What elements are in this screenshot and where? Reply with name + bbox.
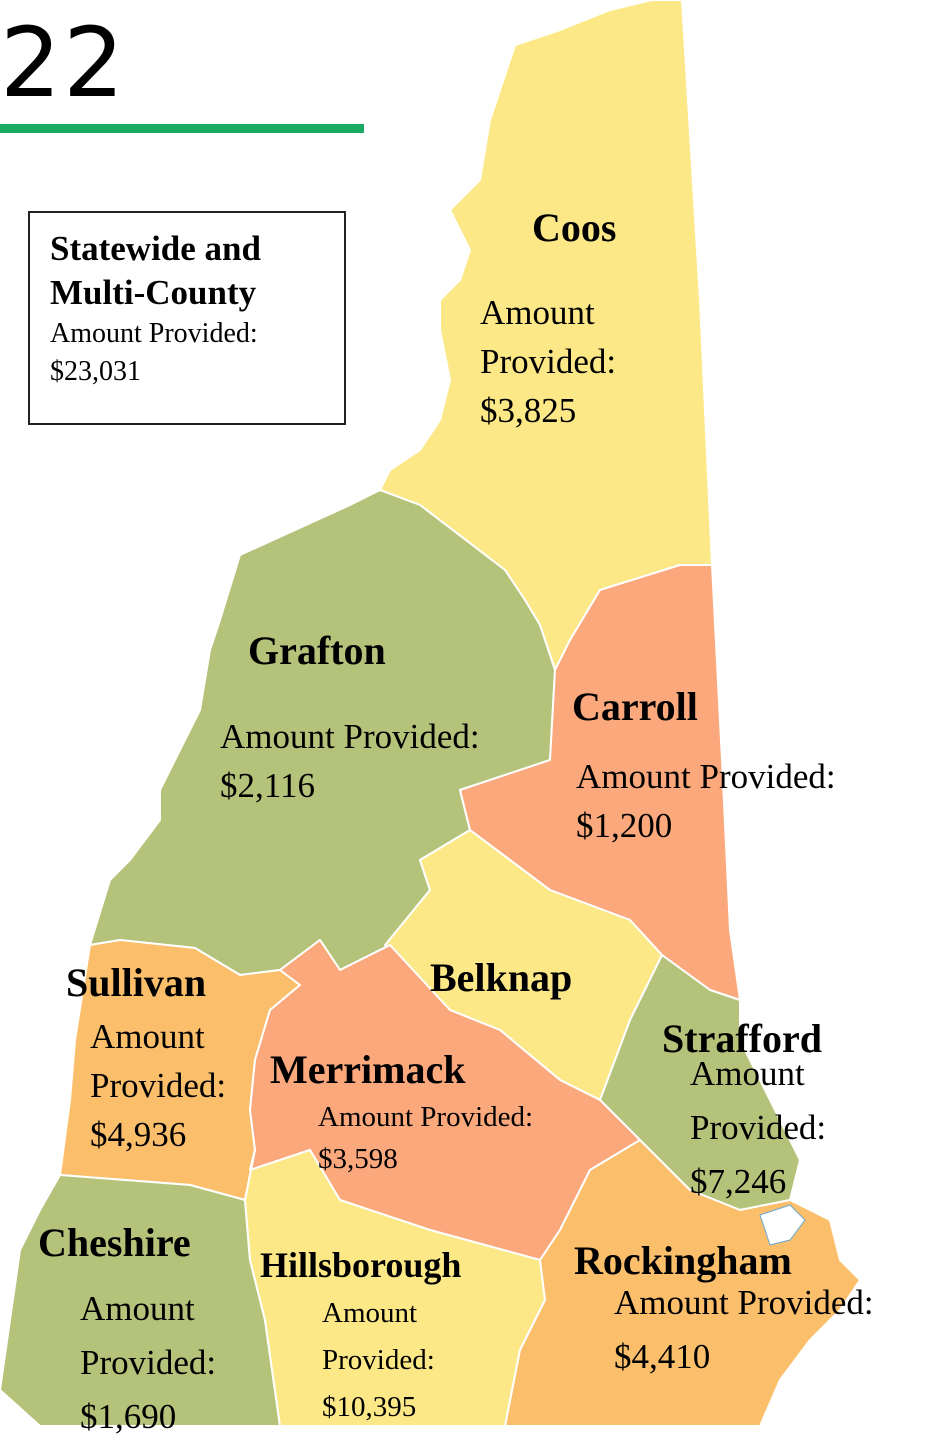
county-value-sullivan: $4,936 — [90, 1115, 187, 1154]
county-name-belknap: Belknap — [430, 955, 573, 1000]
county-name-merrimack: Merrimack — [270, 1047, 466, 1092]
county-value-hillsborough: $10,395 — [322, 1391, 417, 1423]
county-amount-merrimack: Amount Provided: $3,598 — [318, 1096, 533, 1180]
county-value-grafton: $2,116 — [220, 766, 315, 805]
county-amount-carroll: Amount Provided: $1,200 — [576, 752, 836, 850]
county-name-hillsborough: Hillsborough — [260, 1245, 462, 1285]
county-value-strafford: $7,246 — [690, 1162, 787, 1201]
county-label-cheshire-1: Amount — [80, 1289, 195, 1328]
county-label-hillsborough-2: Provided: — [322, 1344, 435, 1376]
county-value-cheshire: $1,690 — [80, 1397, 177, 1436]
statewide-title-line2: Multi-County — [50, 273, 257, 312]
county-label-carroll-1: Amount Provided: — [576, 757, 836, 796]
county-label-strafford-1: Amount — [690, 1054, 805, 1093]
county-label-coos-2: Provided: — [480, 342, 617, 381]
statewide-title-line1: Statewide and — [50, 229, 261, 268]
county-label-coos-1: Amount — [480, 293, 595, 332]
county-label-grafton-1: Amount Provided: — [220, 717, 480, 756]
county-name-grafton: Grafton — [248, 628, 386, 673]
great-bay-water — [759, 1204, 806, 1246]
statewide-box: Statewide and Multi-County Amount Provid… — [28, 211, 346, 425]
county-amount-sullivan: Amount Provided: $4,936 — [90, 1012, 226, 1159]
county-name-carroll: Carroll — [572, 684, 698, 729]
county-region-cheshire[interactable] — [0, 1174, 281, 1426]
county-label-rockingham-1: Amount Provided: — [614, 1283, 874, 1322]
statewide-label: Amount Provided: — [50, 318, 258, 349]
county-value-merrimack: $3,598 — [318, 1143, 398, 1175]
county-name-strafford: Strafford — [662, 1016, 822, 1061]
county-amount-strafford: Amount Provided: $7,246 — [690, 1047, 826, 1209]
county-label-hillsborough-1: Amount — [322, 1297, 418, 1329]
county-amount-grafton: Amount Provided: $2,116 — [220, 712, 480, 810]
county-name-cheshire: Cheshire — [38, 1220, 191, 1265]
county-label-sullivan-2: Provided: — [90, 1066, 227, 1105]
statewide-amount: $23,031 — [50, 356, 141, 387]
county-amount-cheshire: Amount Provided: $1,690 — [80, 1282, 216, 1444]
county-amount-coos: Amount Provided: $3,825 — [480, 288, 616, 435]
county-label-cheshire-2: Provided: — [80, 1343, 217, 1382]
county-label-merrimack-1: Amount Provided: — [318, 1101, 534, 1133]
county-name-sullivan: Sullivan — [66, 960, 207, 1005]
county-amount-hillsborough: Amount Provided: $10,395 — [322, 1290, 435, 1431]
county-label-strafford-2: Provided: — [690, 1108, 827, 1147]
header-rule — [0, 124, 364, 133]
county-value-rockingham: $4,410 — [614, 1337, 711, 1376]
county-amount-rockingham: Amount Provided: $4,410 — [614, 1276, 874, 1384]
county-value-carroll: $1,200 — [576, 806, 673, 845]
county-value-coos: $3,825 — [480, 391, 577, 430]
county-label-sullivan-1: Amount — [90, 1017, 205, 1056]
county-name-coos: Coos — [532, 205, 617, 250]
page-number: 22 — [0, 7, 127, 119]
county-name-rockingham: Rockingham — [574, 1238, 792, 1283]
